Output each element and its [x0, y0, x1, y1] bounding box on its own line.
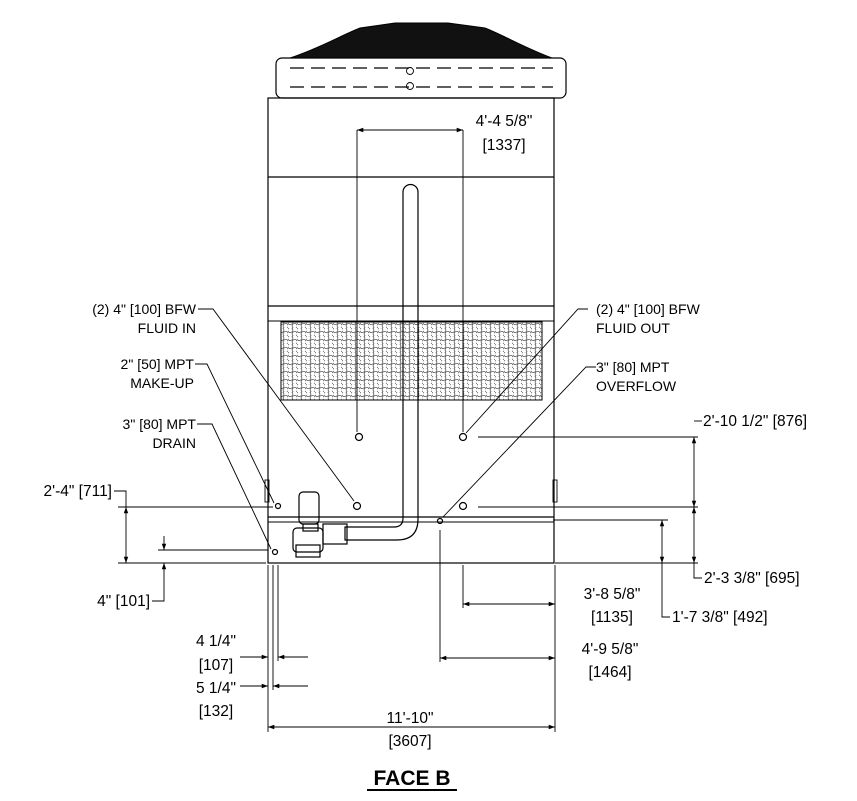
makeup-offset-dim-metric: [107]	[199, 657, 233, 674]
drain-label-line2: DRAIN	[152, 435, 196, 451]
fan-deck	[275, 57, 567, 99]
fluid-out-lower-connection	[458, 501, 468, 511]
pump-motor	[298, 491, 320, 525]
drain-label-line1: 3" [80] MPT	[123, 416, 197, 432]
overflow-label-line1: 3" [80] MPT	[596, 359, 670, 375]
casing	[267, 97, 555, 564]
dimension-labels: 4'-4 5/8" [1337] 2'-10 1/2" [876] 2'-3 3…	[44, 113, 808, 750]
makeup-label-line2: MAKE-UP	[130, 375, 194, 391]
dimension-lines	[114, 127, 702, 732]
fluid-out-label-line2: FLUID OUT	[596, 320, 670, 336]
overall-width-dim: 11'-10"	[387, 710, 434, 727]
left-upper-dim: 2'-4" [711]	[44, 483, 113, 500]
right-lower-dim: 2'-3 3/8" [695]	[704, 570, 800, 587]
fluid-out-offset-dim-metric: [1464]	[588, 664, 631, 681]
right-upper-dim: 2'-10 1/2" [876]	[703, 413, 807, 430]
pump-assembly	[292, 183, 419, 558]
fluid-in-label-line2: FLUID IN	[138, 320, 196, 336]
fluid-out-offset-dim: 4'-9 5/8"	[582, 641, 639, 658]
callout-labels: (2) 4" [100] BFW FLUID IN 2" [50] MPT MA…	[92, 301, 700, 451]
makeup-offset-dim: 4 1/4"	[196, 633, 236, 650]
overflow-offset-dim: 3'-8 5/8"	[584, 586, 641, 603]
riser-pipe	[344, 183, 419, 541]
fluid-in-upper-connection	[354, 432, 364, 442]
overflow-connection	[436, 517, 444, 525]
fluid-out-upper-connection	[458, 432, 468, 442]
connections	[271, 432, 468, 556]
top-spacing-dim: 4'-4 5/8"	[476, 113, 533, 130]
makeup-label-line1: 2" [50] MPT	[121, 356, 195, 372]
top-spacing-dim-metric: [1337]	[482, 137, 525, 154]
right-mid-dim: 1'-7 3/8" [492]	[672, 609, 768, 626]
fluid-in-lower-connection	[352, 501, 362, 511]
makeup-connection	[274, 502, 282, 510]
drain-offset-dim-metric: [132]	[199, 703, 233, 720]
view-title: FACE B	[373, 767, 450, 790]
overall-width-dim-metric: [3607]	[388, 733, 431, 750]
drain-connection	[271, 548, 279, 556]
fill-media-hex	[280, 321, 543, 401]
left-lower-dim: 4" [101]	[97, 593, 150, 610]
tower-outline	[264, 22, 567, 564]
drain-offset-dim: 5 1/4"	[196, 680, 236, 697]
overflow-offset-dim-metric: [1135]	[591, 609, 633, 626]
fluid-in-label-line1: (2) 4" [100] BFW	[92, 301, 197, 317]
fluid-out-label-line1: (2) 4" [100] BFW	[596, 301, 701, 317]
fan-cowl	[289, 22, 553, 59]
overflow-label-line2: OVERFLOW	[596, 378, 677, 394]
